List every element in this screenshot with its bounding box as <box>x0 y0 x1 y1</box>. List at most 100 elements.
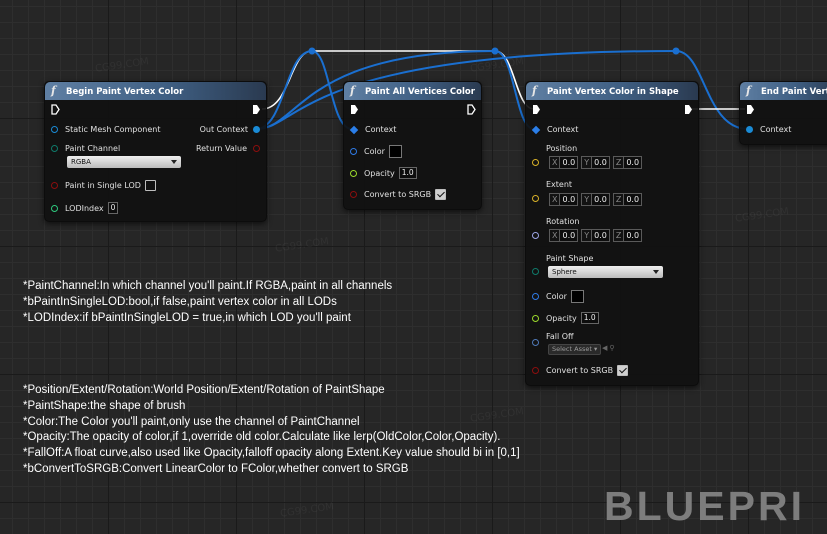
pin-fall-off[interactable] <box>532 339 546 346</box>
pin-convert-to-srgb[interactable]: Convert to SRGB <box>350 189 447 200</box>
pin-label: Color <box>546 292 567 301</box>
node-end-paint-vertex[interactable]: f End Paint Vertex Context <box>739 81 827 145</box>
int-pin-icon <box>51 204 58 212</box>
axis-value[interactable]: 0.0 <box>559 229 579 242</box>
function-icon: f <box>746 84 751 97</box>
node-header[interactable]: f Paint Vertex Color in Shape <box>526 82 698 100</box>
pin-lod-index[interactable]: LODIndex 0 <box>51 202 119 214</box>
pin-fall-off-label: Fall Off <box>546 332 574 341</box>
convert-srgb-checkbox[interactable] <box>435 189 447 200</box>
axis-value[interactable]: 0.0 <box>591 229 610 242</box>
pin-return-value[interactable]: Return Value <box>196 144 260 153</box>
pin-label: Position <box>546 144 578 153</box>
pin-static-mesh-component[interactable]: Static Mesh Component <box>51 125 160 134</box>
pin-paint-shape-label: Paint Shape <box>546 254 593 263</box>
axis-value[interactable]: 0.0 <box>623 193 643 206</box>
axis-label: Y <box>581 193 592 206</box>
pin-out-context[interactable]: Out Context <box>200 125 260 134</box>
exec-out-pin[interactable] <box>467 104 476 115</box>
asset-browse-icons[interactable]: ◀ ⚲ <box>602 344 615 352</box>
pin-label: Paint Channel <box>65 144 121 153</box>
axis-value[interactable]: 0.0 <box>623 229 643 242</box>
exec-in-pin[interactable] <box>51 104 60 115</box>
node-header[interactable]: f Paint All Vertices Color <box>344 82 481 100</box>
axis-label: Y <box>581 156 592 169</box>
dropdown-value: Sphere <box>552 268 577 276</box>
chevron-down-icon <box>171 160 177 164</box>
watermark-text: CG99.COM <box>469 56 525 75</box>
pin-paint-channel[interactable]: Paint Channel <box>51 144 120 153</box>
pin-color[interactable]: Color <box>532 290 584 303</box>
vector-pin-icon <box>532 159 539 166</box>
color-swatch[interactable] <box>388 145 402 158</box>
pin-label: LODIndex <box>65 203 104 213</box>
opacity-input[interactable]: 1.0 <box>398 167 417 179</box>
node-paint-all-vertices-color[interactable]: f Paint All Vertices Color Context Color… <box>343 81 482 210</box>
axis-label: Z <box>612 193 624 206</box>
axis-value[interactable]: 0.0 <box>591 193 610 206</box>
pin-paint-shape[interactable] <box>532 268 546 275</box>
axis-value[interactable]: 0.0 <box>591 156 610 169</box>
pin-paint-in-single-lod[interactable]: Paint in Single LOD <box>51 180 156 191</box>
pin-context[interactable]: Context <box>746 125 791 134</box>
paint-shape-dropdown[interactable]: Sphere <box>548 266 663 278</box>
pin-color[interactable]: Color <box>350 145 402 158</box>
byte-pin-icon <box>532 268 539 275</box>
color-swatch[interactable] <box>570 290 584 303</box>
pin-label: Convert to SRGB <box>364 190 432 199</box>
lod-index-input[interactable]: 0 <box>107 202 119 214</box>
node-header[interactable]: f Begin Paint Vertex Color <box>45 82 266 100</box>
exec-out-icon <box>467 104 476 115</box>
axis-value[interactable]: 0.0 <box>559 193 579 206</box>
exec-out-pin[interactable] <box>684 104 692 114</box>
paint-channel-dropdown[interactable]: RGBA <box>67 156 181 168</box>
node-paint-vertex-color-in-shape[interactable]: f Paint Vertex Color in Shape Context Po… <box>525 81 699 386</box>
paint-single-lod-checkbox[interactable] <box>144 180 156 191</box>
exec-out-pin[interactable] <box>252 104 260 114</box>
pin-context[interactable]: Context <box>531 125 578 134</box>
arrow-left-icon[interactable]: ◀ <box>602 344 608 352</box>
note-line: *PaintChannel:In which channel you'll pa… <box>23 280 393 292</box>
pin-extent[interactable] <box>532 195 546 202</box>
axis-value[interactable]: 0.0 <box>623 156 643 169</box>
exec-in-icon <box>350 104 358 114</box>
axis-label: X <box>549 229 560 242</box>
pin-opacity[interactable]: Opacity 1.0 <box>532 312 599 324</box>
node-begin-paint-vertex-color[interactable]: f Begin Paint Vertex Color Static Mesh C… <box>44 81 267 222</box>
opacity-input[interactable]: 1.0 <box>580 312 599 324</box>
exec-in-pin[interactable] <box>532 104 540 114</box>
wire-reroute-dot <box>308 47 316 55</box>
dropdown-value: Select Asset <box>552 345 592 353</box>
pin-position[interactable] <box>532 159 546 166</box>
note-line: *LODIndex:if bPaintInSingleLOD = true,in… <box>23 311 351 324</box>
pin-opacity[interactable]: Opacity 1.0 <box>350 167 417 179</box>
pin-context[interactable]: Context <box>349 125 396 134</box>
convert-srgb-checkbox[interactable] <box>617 365 629 376</box>
float-pin-icon <box>532 314 539 322</box>
select-asset-dropdown[interactable]: Select Asset ▾ <box>548 344 602 355</box>
exec-in-pin[interactable] <box>746 104 754 114</box>
node-header[interactable]: f End Paint Vertex <box>740 82 827 100</box>
pin-convert-to-srgb[interactable]: Convert to SRGB <box>532 365 629 376</box>
search-icon[interactable]: ⚲ <box>609 344 615 352</box>
pin-label: Color <box>364 147 385 156</box>
exec-in-pin[interactable] <box>350 104 358 114</box>
pin-rotation[interactable] <box>532 232 546 239</box>
axis-value[interactable]: 0.0 <box>559 156 579 169</box>
object-pin-icon <box>746 126 753 133</box>
pin-extent-label: Extent <box>546 180 572 189</box>
pin-label: Extent <box>546 180 573 189</box>
axis-label: Z <box>612 156 624 169</box>
